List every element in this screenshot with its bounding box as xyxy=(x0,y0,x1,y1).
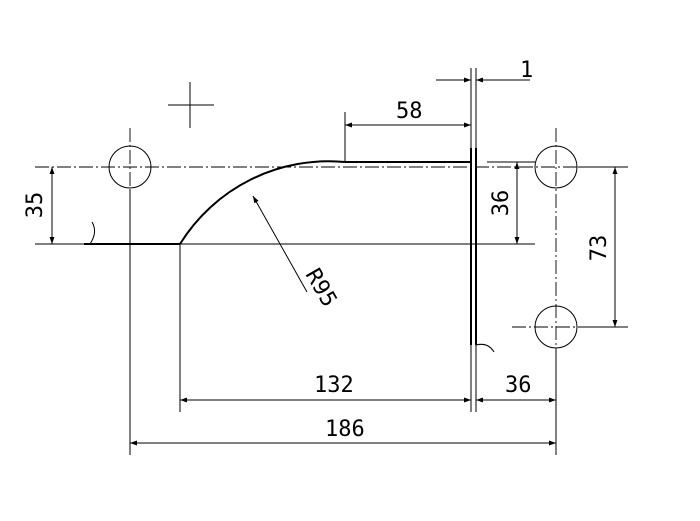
extension-lines xyxy=(35,68,628,455)
dim-r95-text: R95 xyxy=(300,265,342,312)
cross-mark xyxy=(168,82,214,128)
dim-58-text: 58 xyxy=(396,99,423,124)
hole-right-bottom xyxy=(534,305,578,349)
dim-35-text: 35 xyxy=(23,192,48,219)
hole-right-top xyxy=(534,145,578,189)
hole-left xyxy=(108,145,152,189)
break-mark-bottom xyxy=(475,343,495,353)
break-mark-left xyxy=(89,221,96,245)
dim-r95-leader xyxy=(252,195,308,293)
dim-73-text: 73 xyxy=(587,235,612,262)
dim-186-text: 186 xyxy=(325,417,365,442)
dim-1-text: 1 xyxy=(520,58,533,83)
dim-132-text: 132 xyxy=(314,373,354,398)
dimension-lines xyxy=(49,77,618,446)
part-outline xyxy=(84,148,535,353)
holes xyxy=(108,145,578,349)
r95-arc xyxy=(179,160,346,245)
dim-36-vertical-text: 36 xyxy=(489,190,514,217)
dimension-labels: 1 58 35 36 73 R95 132 36 186 xyxy=(23,58,612,442)
dim-36-horizontal-text: 36 xyxy=(505,373,532,398)
